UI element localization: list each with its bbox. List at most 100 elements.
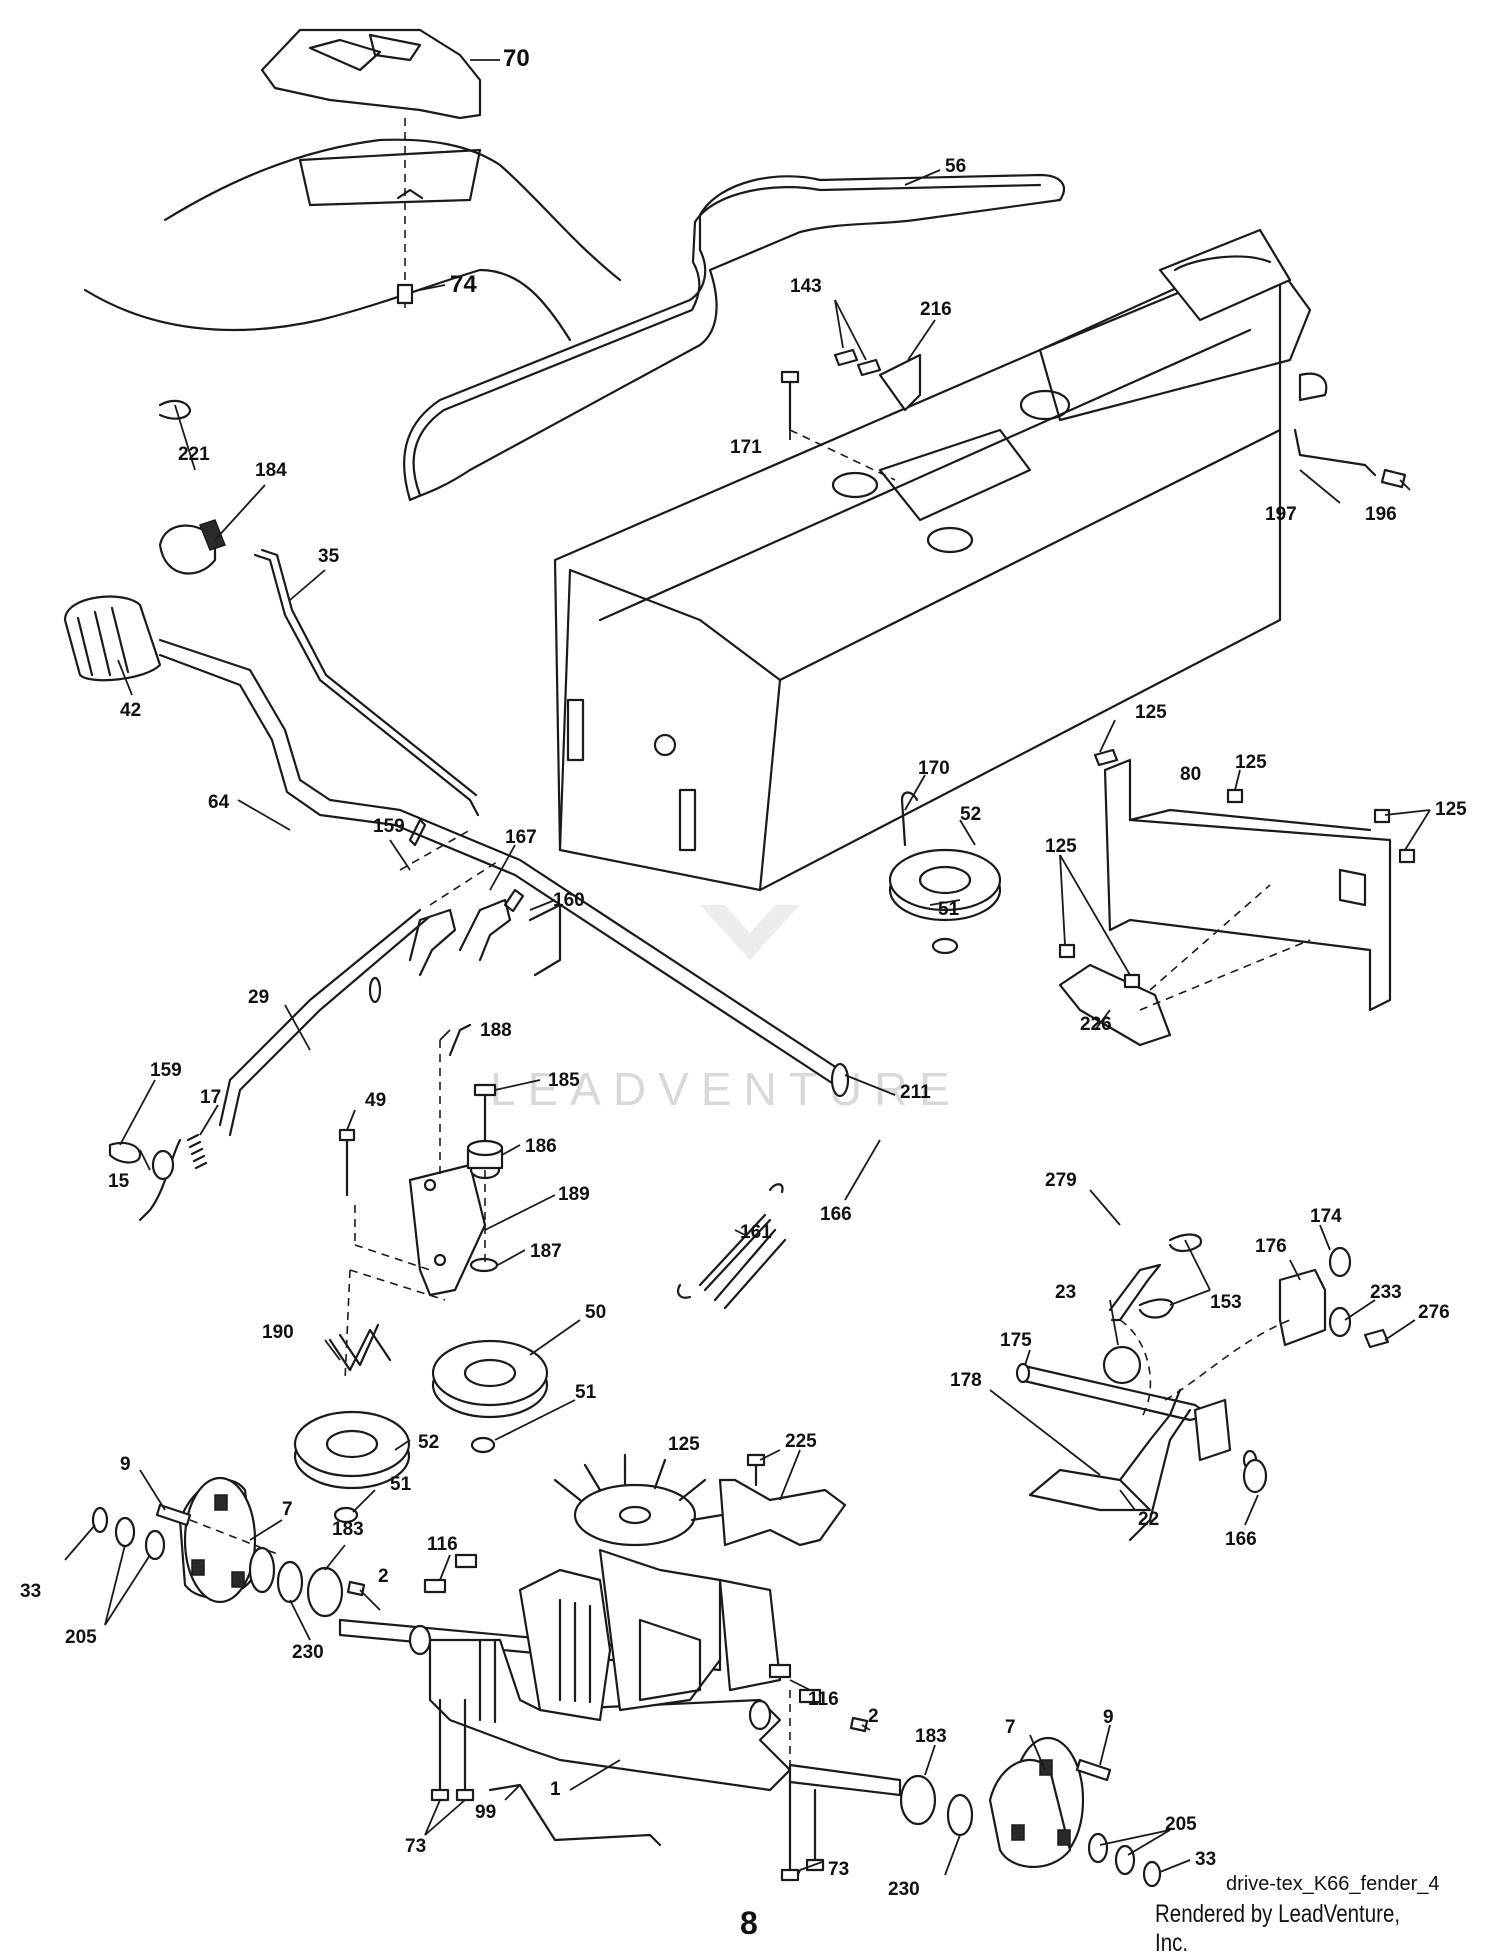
idler-plate	[338, 1040, 504, 1381]
springs	[108, 1133, 787, 1310]
render-credit: Rendered by LeadVenture, Inc.	[1155, 1900, 1401, 1957]
callout-35: 35	[318, 546, 340, 567]
callout-216: 216	[920, 299, 952, 320]
bracket-216	[780, 348, 922, 481]
callout-185: 185	[548, 1070, 580, 1091]
callout-labels: 70 74 56 143 216 171 197 196 221 184 35 …	[20, 45, 1467, 1900]
fender	[83, 138, 622, 342]
leader-lines	[64, 59, 1431, 1876]
callout-276: 276	[1418, 1302, 1450, 1323]
pivot-brackets	[218, 818, 562, 1137]
watermark-text: LEADVENTURE	[490, 1063, 962, 1115]
callout-230b: 230	[888, 1879, 920, 1900]
callout-23: 23	[1055, 1282, 1076, 1303]
callout-17: 17	[200, 1087, 221, 1108]
transaxle	[338, 1453, 902, 1797]
callout-170: 170	[918, 758, 950, 779]
drive-belt	[403, 173, 1065, 502]
callout-166b: 166	[1225, 1529, 1257, 1550]
callout-153: 153	[1210, 1292, 1242, 1313]
drawing-id: drive-tex_K66_fender_4	[1226, 1873, 1440, 1895]
callout-22: 22	[1138, 1509, 1159, 1530]
callout-33b: 33	[1195, 1849, 1216, 1870]
callout-174: 174	[1310, 1206, 1342, 1227]
callout-230: 230	[292, 1642, 324, 1663]
right-axle-hardware	[768, 1663, 1162, 1888]
page-number: 8	[740, 1905, 758, 1941]
callout-196: 196	[1365, 504, 1397, 525]
callout-233: 233	[1370, 1282, 1402, 1303]
callout-74: 74	[450, 271, 477, 298]
callout-56: 56	[945, 156, 966, 177]
control-assembly	[63, 399, 850, 1098]
rod-197	[1293, 428, 1407, 489]
bracket-225	[718, 1453, 847, 1547]
callout-51c: 51	[390, 1474, 412, 1495]
callout-7: 7	[282, 1499, 293, 1520]
callout-171: 171	[730, 437, 762, 458]
callout-116: 116	[427, 1534, 458, 1555]
callout-51b: 51	[575, 1382, 597, 1403]
callout-42: 42	[120, 700, 141, 721]
callout-9b: 9	[1103, 1707, 1114, 1728]
callout-205b: 205	[1165, 1814, 1197, 1835]
callout-80: 80	[1180, 764, 1201, 785]
callout-178: 178	[950, 1370, 982, 1391]
callout-189: 189	[558, 1184, 590, 1205]
callout-73: 73	[405, 1836, 426, 1857]
callout-64: 64	[208, 792, 230, 813]
callout-211: 211	[900, 1082, 931, 1103]
callout-52: 52	[960, 804, 981, 825]
callout-9: 9	[120, 1454, 131, 1475]
callout-188: 188	[480, 1020, 512, 1041]
callout-225: 225	[785, 1431, 817, 1452]
fender-cover	[260, 28, 482, 310]
callout-143: 143	[790, 276, 822, 297]
bracket-80	[1058, 748, 1416, 1047]
callout-125-left: 125	[1045, 836, 1077, 857]
callout-2b: 2	[868, 1706, 879, 1727]
callout-2: 2	[378, 1566, 389, 1587]
callout-7b: 7	[1005, 1717, 1016, 1738]
callout-125-right: 125	[1435, 799, 1467, 820]
callout-51: 51	[938, 899, 960, 920]
callout-184: 184	[255, 460, 287, 481]
callout-15: 15	[108, 1171, 130, 1192]
callout-166: 166	[820, 1204, 852, 1225]
callout-29: 29	[248, 987, 269, 1008]
pulleys	[293, 791, 1002, 1524]
callout-176: 176	[1255, 1236, 1287, 1257]
bypass-lever	[1015, 1233, 1390, 1542]
callout-160: 160	[553, 890, 585, 911]
callout-187: 187	[530, 1241, 562, 1262]
callout-33: 33	[20, 1581, 41, 1602]
callout-186: 186	[525, 1136, 557, 1157]
callout-125e: 125	[668, 1434, 700, 1455]
callout-183b: 183	[915, 1726, 947, 1747]
callout-116b: 116	[808, 1689, 839, 1710]
callout-73b: 73	[828, 1859, 849, 1880]
callout-159: 159	[373, 816, 405, 837]
left-axle-hardware	[91, 1476, 478, 1618]
callout-49: 49	[365, 1090, 386, 1111]
callout-197: 197	[1265, 504, 1297, 525]
callout-190: 190	[262, 1322, 294, 1343]
callout-99: 99	[475, 1802, 496, 1823]
callout-279: 279	[1045, 1170, 1077, 1191]
frame	[553, 228, 1328, 892]
callout-161: 161	[740, 1222, 772, 1243]
callout-167: 167	[505, 827, 537, 848]
callout-183: 183	[332, 1519, 364, 1540]
callout-221: 221	[178, 444, 210, 465]
callout-175: 175	[1000, 1330, 1032, 1351]
callout-205: 205	[65, 1627, 97, 1648]
callout-50: 50	[585, 1302, 606, 1323]
callout-1: 1	[550, 1779, 561, 1800]
callout-52b: 52	[418, 1432, 439, 1453]
callout-125-mid: 125	[1235, 752, 1267, 773]
callout-125-top: 125	[1135, 702, 1167, 723]
callout-226: 226	[1080, 1014, 1112, 1035]
callout-159b: 159	[150, 1060, 182, 1081]
callout-70: 70	[503, 45, 530, 72]
